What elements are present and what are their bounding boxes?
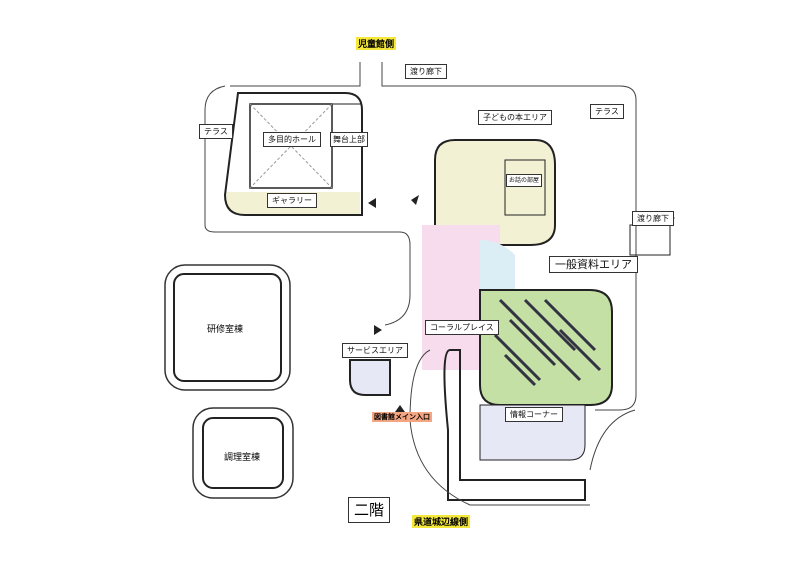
label-children-area: 子どもの本エリア	[478, 110, 552, 125]
lower-wing	[443, 349, 586, 501]
entrance-arrow-icon	[368, 198, 376, 208]
story-room	[504, 159, 546, 216]
entrance-arrow-icon	[395, 405, 405, 412]
label-service-area: サービスエリア	[342, 343, 408, 358]
blue-passage	[480, 240, 515, 290]
service-area	[349, 359, 391, 396]
south-side-label: 県道城辺線側	[412, 515, 471, 528]
label-gallery: ギャラリー	[267, 193, 317, 208]
label-training-building: 研修室棟	[207, 325, 244, 335]
label-terrace-west: テラス	[199, 124, 233, 139]
label-general-area: 一般資料エリア	[549, 256, 638, 273]
north-side-label: 児童館側	[356, 37, 397, 50]
label-stage-upper: 舞台上部	[330, 132, 368, 147]
children-area	[434, 139, 556, 246]
entrance-arrow-icon	[374, 325, 382, 335]
floor-indicator: 二階	[348, 497, 390, 523]
entrance-arrow-icon	[411, 195, 419, 205]
label-info-corner: 情報コーナー	[505, 407, 563, 422]
label-terrace-east: テラス	[590, 104, 624, 119]
label-coral-place: コーラルプレイス	[425, 320, 499, 335]
training-building	[164, 264, 291, 391]
label-corridor-north: 渡り廊下	[405, 64, 447, 79]
label-multipurpose-hall: 多目的ホール	[263, 132, 321, 147]
hall-building	[223, 92, 363, 216]
terrace-outline	[204, 62, 637, 411]
label-main-entrance: 図書館メイン入口	[372, 412, 432, 422]
cooking-building	[192, 407, 294, 499]
label-corridor-east: 渡り廊下	[632, 211, 674, 226]
label-story-room: お話の部屋	[506, 174, 543, 187]
label-cooking-building: 調理室棟	[224, 453, 261, 463]
